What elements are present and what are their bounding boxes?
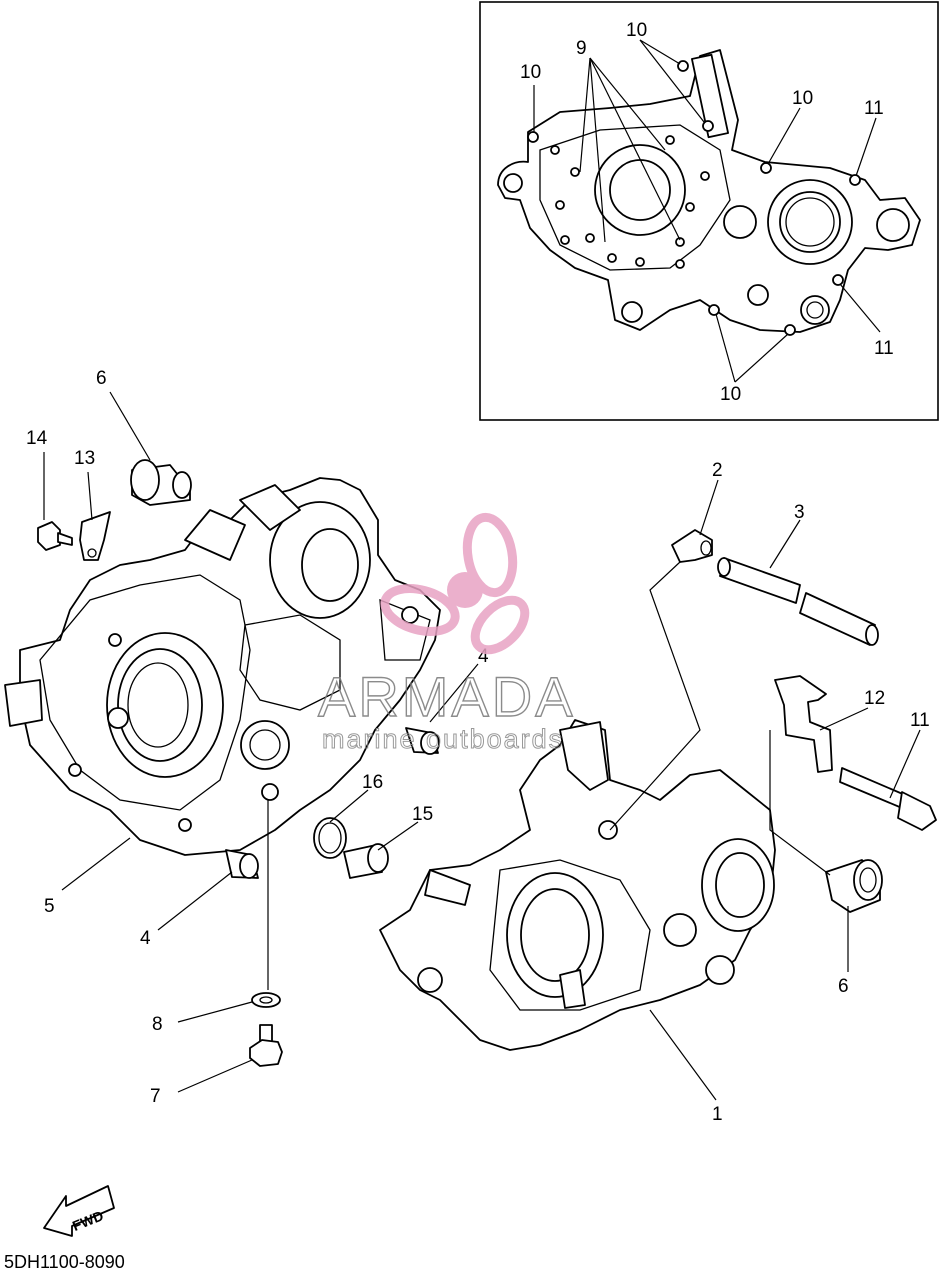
armada-watermark: ARMADA marine outboards xyxy=(317,512,576,755)
callout-inset-10-left: 10 xyxy=(520,62,541,83)
callout-4-top: 4 xyxy=(478,646,489,667)
hose-3 xyxy=(717,557,879,646)
callout-15: 15 xyxy=(412,804,433,825)
callout-12: 12 xyxy=(864,688,885,709)
dowel-pin-lower xyxy=(225,849,259,879)
inset-crankcase-half xyxy=(497,49,921,336)
bolt-14 xyxy=(37,521,73,551)
bolt-11 xyxy=(839,767,937,831)
callout-inset-9: 9 xyxy=(576,38,587,59)
callout-6-left: 6 xyxy=(96,368,107,389)
watermark-tagline: marine outboards xyxy=(322,724,564,754)
inset-leader-lines xyxy=(533,39,881,383)
callout-4-bottom: 4 xyxy=(140,928,151,949)
dowel-pin-upper xyxy=(405,727,440,755)
inset-panel: 9 10 10 10 10 11 11 xyxy=(479,1,939,421)
washer-8 xyxy=(251,992,281,1008)
forward-arrow-icon: FWD xyxy=(43,1185,115,1237)
callout-labels: 6 14 13 4 16 15 5 4 8 7 2 3 12 11 6 1 xyxy=(26,368,930,1125)
propeller-logo-icon xyxy=(380,512,530,655)
callout-5: 5 xyxy=(44,896,55,917)
watermark-brand: ARMADA xyxy=(318,665,576,728)
drain-bolt-7 xyxy=(249,1024,283,1067)
callout-6-right: 6 xyxy=(838,976,849,997)
o-ring-16 xyxy=(313,817,347,859)
callout-inset-11-top: 11 xyxy=(864,98,884,119)
callout-7: 7 xyxy=(150,1086,161,1107)
callout-13: 13 xyxy=(74,448,95,469)
callout-3: 3 xyxy=(794,502,805,523)
callout-inset-10-right: 10 xyxy=(792,88,813,109)
left-crankcase-half xyxy=(4,477,441,856)
hose-fitting-2 xyxy=(671,529,713,563)
right-crankcase-half xyxy=(379,719,776,1051)
diagram-code: 5DH1100-8090 xyxy=(4,1252,125,1272)
callout-16: 16 xyxy=(362,772,383,793)
callout-inset-10-bottom: 10 xyxy=(720,384,741,405)
bearing-sleeve-right xyxy=(825,859,883,913)
collar-15 xyxy=(343,843,389,879)
callout-8: 8 xyxy=(152,1014,163,1035)
callout-inset-11-bottom: 11 xyxy=(874,338,894,359)
bracket-12 xyxy=(774,675,833,773)
main-leader-lines xyxy=(43,391,921,1101)
callout-14: 14 xyxy=(26,428,48,449)
callout-11: 11 xyxy=(910,710,930,731)
callout-2: 2 xyxy=(712,460,723,481)
callout-1: 1 xyxy=(712,1104,723,1125)
callout-inset-10-top: 10 xyxy=(626,20,647,41)
bearing-sleeve-left xyxy=(130,459,192,506)
bracket-13 xyxy=(79,511,111,561)
